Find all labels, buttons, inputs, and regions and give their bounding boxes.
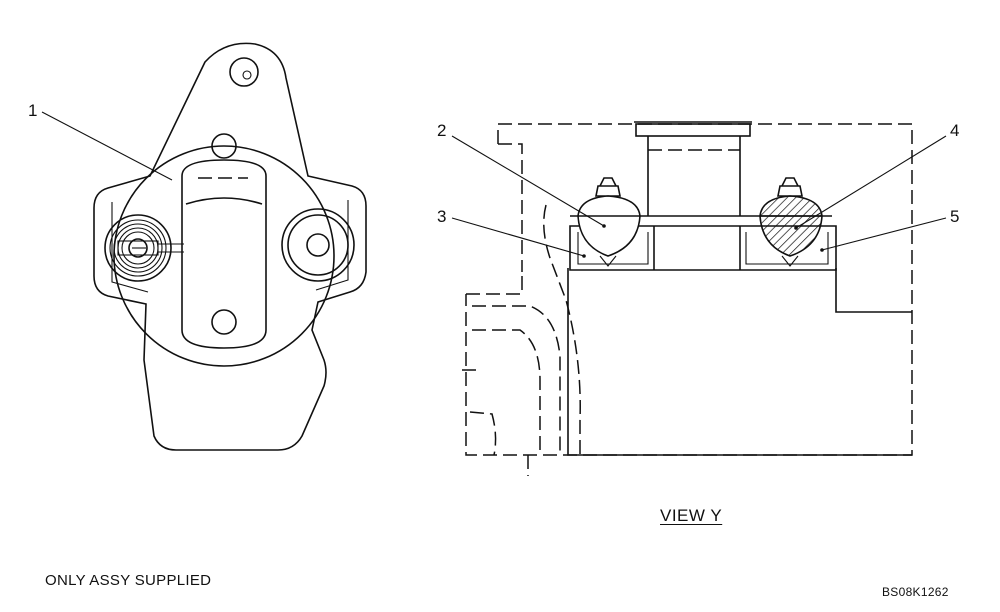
leader-dot-5 <box>820 248 824 252</box>
view-label: VIEW Y <box>660 506 723 525</box>
leader-dot-3 <box>582 254 586 258</box>
leader-3 <box>451 217 585 257</box>
leader-1 <box>41 111 173 181</box>
view-y-section <box>462 121 913 476</box>
regulator-front-view <box>93 42 367 451</box>
callout-4: 4 <box>950 121 959 140</box>
leader-4 <box>795 135 947 229</box>
callout-5: 5 <box>950 207 959 226</box>
callout-1: 1 <box>28 101 37 120</box>
callout-3: 3 <box>437 207 446 226</box>
supply-note: ONLY ASSY SUPPLIED <box>45 572 212 589</box>
leader-2 <box>451 135 605 227</box>
drawing-code: BS08K1262 <box>882 585 949 599</box>
leader-dot-4 <box>794 226 798 230</box>
callout-2: 2 <box>437 121 446 140</box>
leader-dot-2 <box>602 224 606 228</box>
leader-5 <box>821 217 947 251</box>
